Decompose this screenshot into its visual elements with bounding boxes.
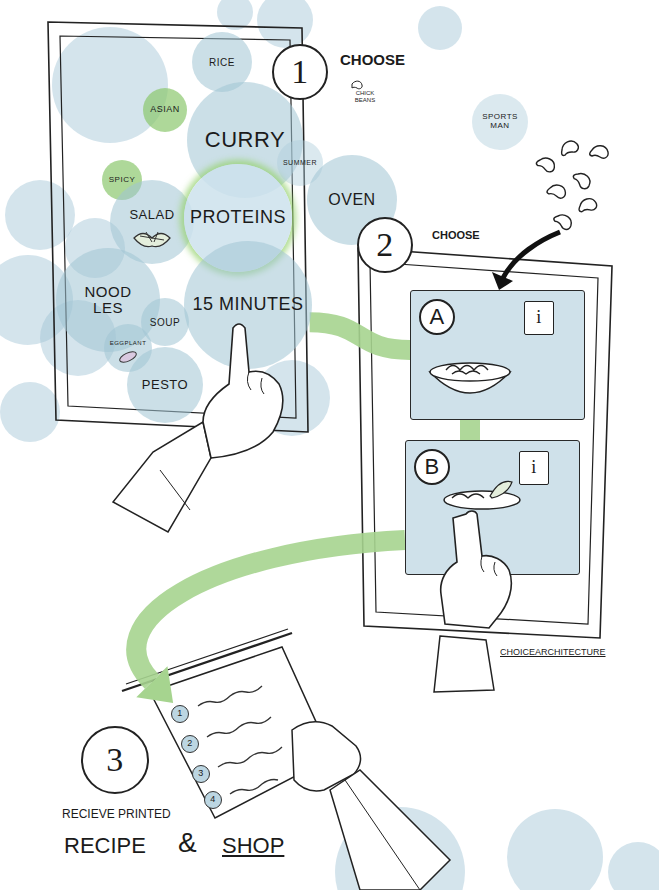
node-text: ASIAN — [150, 105, 180, 115]
node-text: PESTO — [142, 378, 188, 392]
node-text: SOUP — [150, 317, 180, 328]
flow-band — [136, 540, 405, 682]
topic-bubble: SPORTS MAN — [472, 94, 528, 150]
node-text: 2 — [376, 226, 394, 263]
step-marker: 1 — [171, 705, 189, 723]
option-card: Ai — [410, 290, 585, 420]
node-text: SPORTS MAN — [480, 113, 520, 131]
topic-bubble: PESTO — [127, 347, 203, 423]
node-text: RICE — [209, 57, 235, 68]
node-text: CURRY — [205, 128, 285, 152]
option-card: Bi — [405, 440, 580, 575]
step-number: 1 — [272, 44, 328, 100]
node-text: SUMMER — [283, 159, 317, 167]
topic-bubble: 15 MINUTES — [184, 241, 312, 369]
drop-arrow — [503, 232, 560, 278]
sleeve — [330, 770, 450, 890]
node-text: 15 MINUTES — [192, 295, 303, 315]
node-text: NOOD LES — [83, 284, 133, 317]
topic-bubble: ASIAN — [143, 88, 187, 132]
flow-band — [460, 420, 480, 440]
tablet-frame — [358, 248, 612, 638]
node-text: SPICY — [109, 176, 136, 185]
option-letter: B — [414, 449, 450, 485]
step-heading: & — [178, 828, 197, 859]
step-number: 3 — [81, 726, 149, 794]
ingredient-note: CHICK BEANS — [352, 90, 378, 103]
flow-arrowhead — [136, 666, 173, 703]
node-text: 3 — [198, 769, 204, 779]
node-text: i — [531, 458, 537, 478]
tablet-screen — [370, 262, 598, 624]
recipe-lines — [198, 686, 282, 794]
option-letter: A — [419, 299, 455, 335]
flow-band — [310, 322, 410, 350]
step-marker: 4 — [204, 791, 222, 809]
node-text: 3 — [106, 741, 124, 778]
step-heading: SHOP — [222, 834, 284, 858]
concept-label: CHOICEARCHITECTURE — [500, 648, 606, 658]
node-text: PROTEINS — [190, 208, 286, 228]
drop-arrowhead — [492, 272, 513, 290]
step-heading: CHOOSE — [340, 52, 405, 69]
step-marker: 3 — [192, 765, 210, 783]
node-text: 2 — [187, 739, 193, 749]
step-heading: CHOOSE — [432, 229, 480, 241]
tablet-frame — [48, 22, 308, 432]
node-text: 1 — [177, 709, 183, 719]
step-marker: 2 — [181, 735, 199, 753]
bean-icon — [352, 81, 362, 89]
node-text: SALAD — [129, 208, 174, 222]
node-text: 1 — [291, 53, 309, 90]
falling-beans — [535, 138, 608, 231]
node-text: 4 — [210, 795, 216, 805]
sleeve-fold — [345, 780, 420, 890]
step-heading: RECIEVE PRINTED — [62, 808, 171, 821]
info-button: i — [519, 451, 549, 485]
node-text: OVEN — [328, 191, 375, 209]
node-text: EGGPLANT — [110, 340, 147, 347]
step-heading: RECIPE — [64, 834, 146, 858]
info-button: i — [524, 301, 554, 335]
node-text: i — [536, 308, 542, 328]
step-number: 2 — [357, 217, 413, 273]
